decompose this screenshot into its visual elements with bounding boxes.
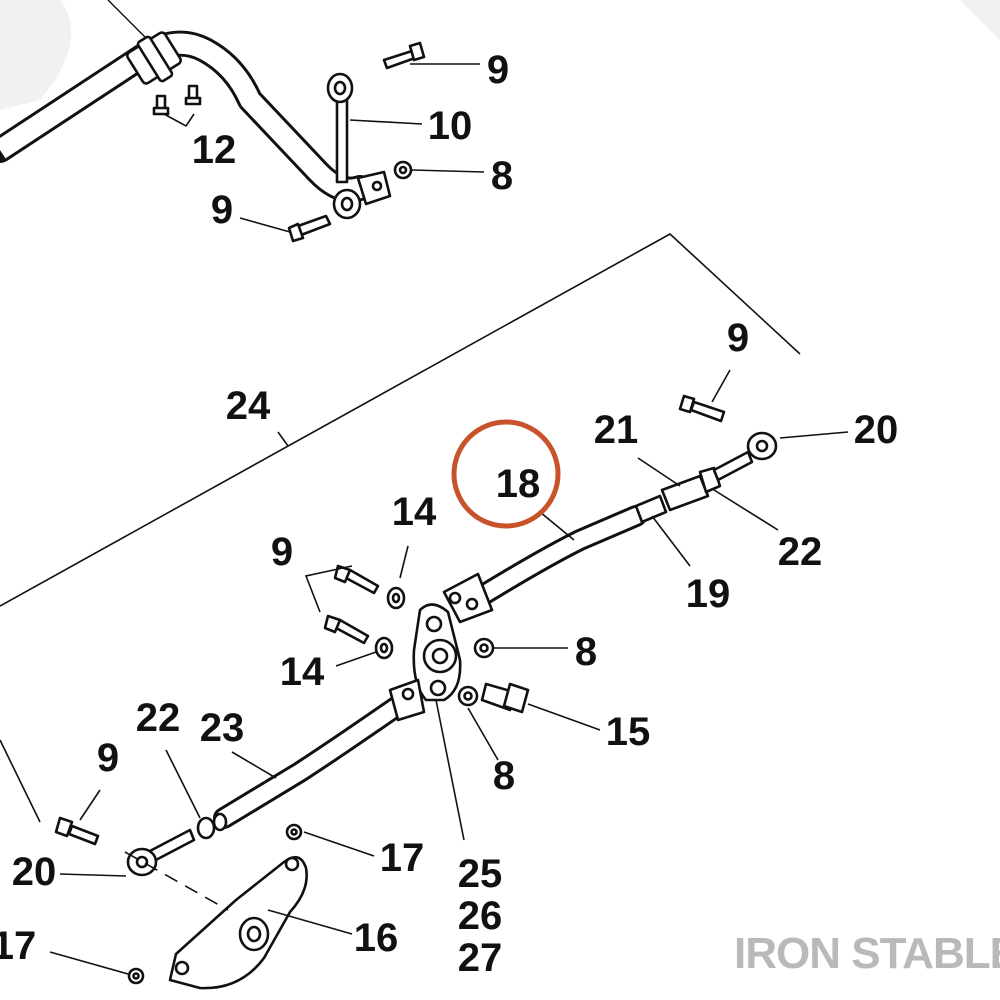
- callout-10: 10: [428, 104, 473, 148]
- pivot-bracket-25: [412, 603, 462, 702]
- callout-9: 9: [487, 48, 509, 92]
- assembly-centerline: [124, 851, 229, 911]
- washer-14-upper: [386, 586, 406, 610]
- callout-23: 23: [200, 706, 245, 750]
- group-bracket-24: [0, 233, 801, 607]
- background-watermark-shape: [0, 0, 72, 110]
- adjuster-19-21-22: [634, 450, 754, 524]
- bracket-bolts-12: [152, 84, 202, 116]
- callout-20: 20: [12, 850, 57, 894]
- callout-14: 14: [392, 490, 437, 534]
- callout-9: 9: [97, 736, 119, 780]
- callout-16: 16: [354, 916, 399, 960]
- callout-22: 22: [136, 696, 181, 740]
- background-watermark-shape: [960, 0, 1000, 40]
- bolt-9-mid: [287, 214, 332, 243]
- watermark-logo: IRON STABLE: [734, 929, 1000, 978]
- rod-end-20-right: [746, 431, 778, 461]
- rod-end-20-left: [126, 828, 196, 877]
- link-arm-18: [442, 505, 647, 624]
- bolt-9-left-upper: [333, 564, 380, 595]
- bolt-9-right: [678, 394, 726, 423]
- callout-24: 24: [226, 384, 271, 428]
- callout-14: 14: [280, 650, 325, 694]
- callout-25: 25: [458, 852, 503, 896]
- callout-20: 20: [854, 408, 899, 452]
- callout-15: 15: [606, 710, 651, 754]
- bolt-15: [480, 682, 530, 714]
- washer-14-lower: [374, 636, 394, 660]
- sway-bar-upper: [0, 0, 373, 203]
- callout-22: 22: [778, 530, 823, 574]
- link-arm-23: [212, 678, 426, 832]
- callout-9: 9: [727, 316, 749, 360]
- callout-26: 26: [458, 894, 503, 938]
- end-link-10: [326, 72, 392, 220]
- nut-17-lower: [127, 967, 145, 985]
- callout-19: 19: [686, 572, 731, 616]
- nut-17-upper: [285, 823, 303, 841]
- callout-21: 21: [594, 408, 639, 452]
- callout-17: 17: [380, 836, 425, 880]
- callout-17: 17: [0, 924, 36, 968]
- callout-12: 12: [192, 128, 237, 172]
- callout-18: 18: [496, 462, 541, 506]
- highlight-circle: [451, 419, 561, 529]
- callout-27: 27: [458, 936, 503, 980]
- nut-8-lower: [457, 685, 479, 707]
- bolt-9-left-lower: [323, 614, 370, 645]
- mount-bracket-16: [168, 855, 308, 990]
- callout-8: 8: [493, 754, 515, 798]
- nut-8-right: [473, 637, 495, 659]
- callout-8: 8: [575, 630, 597, 674]
- jam-nut-22-left: [196, 816, 216, 840]
- nut-8-top: [393, 160, 413, 180]
- callout-9: 9: [211, 188, 233, 232]
- bolt-9-left: [54, 816, 100, 846]
- callout-8: 8: [491, 154, 513, 198]
- bolt-9-top: [382, 41, 426, 70]
- callout-9: 9: [271, 530, 293, 574]
